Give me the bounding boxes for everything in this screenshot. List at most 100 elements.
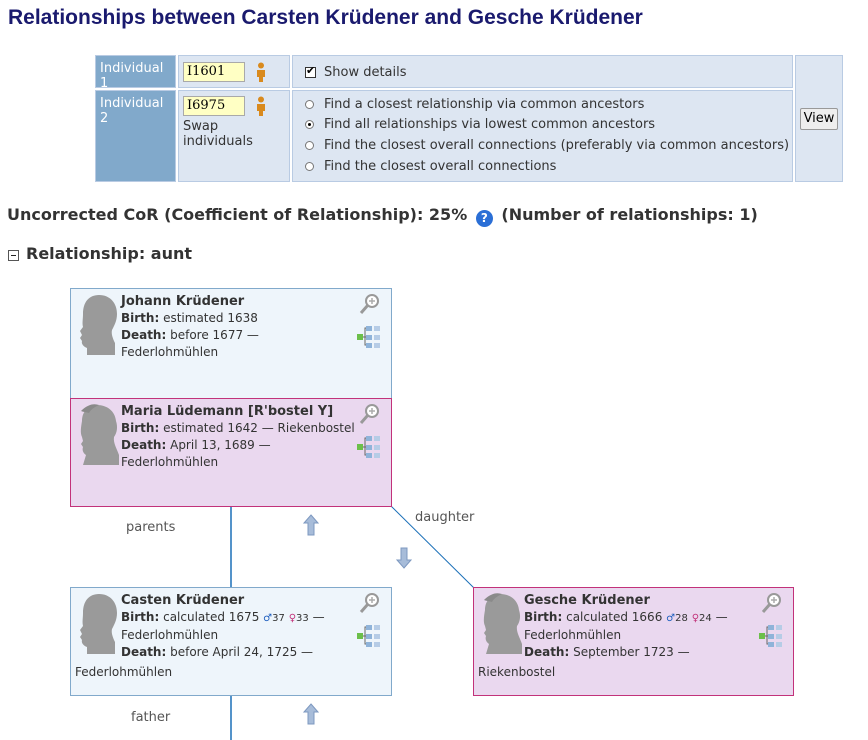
birth-line: Birth: calculated 1666 ♂28 ♀24 — xyxy=(524,609,789,627)
option-closest-common-radio[interactable] xyxy=(305,100,314,109)
individual1-label-text: Individual 1 xyxy=(100,61,164,91)
show-details-cell: Show details xyxy=(292,55,793,88)
collapse-icon[interactable] xyxy=(8,250,19,261)
option-closest-overall-label: Find the closest overall connections xyxy=(324,159,557,174)
death-label: Death: xyxy=(121,645,167,659)
birth-line: Birth: calculated 1675 ♂37 ♀33 — xyxy=(121,609,387,627)
death-place: Federlohmühlen xyxy=(75,665,173,679)
death-line: Death: April 13, 1689 — xyxy=(121,437,387,454)
death-label: Death: xyxy=(121,328,167,342)
family-tree-icon[interactable] xyxy=(357,435,381,459)
individual1-input[interactable]: I1601 xyxy=(183,62,245,82)
option-closest-overall-preferably-radio[interactable] xyxy=(305,141,314,150)
birth-place: — Riekenbostel xyxy=(261,421,355,435)
option-closest-common[interactable]: Find a closest relationship via common a… xyxy=(305,97,644,112)
up-arrow-icon[interactable] xyxy=(303,703,319,725)
down-arrow-icon[interactable] xyxy=(396,547,412,569)
birth-value: estimated 1642 xyxy=(163,421,258,435)
option-closest-overall-radio[interactable] xyxy=(305,162,314,171)
help-icon[interactable]: ? xyxy=(475,210,493,227)
individual2-label-text: Individual 2 xyxy=(100,96,164,126)
death-label: Death: xyxy=(524,645,570,659)
show-details-label: Show details xyxy=(324,65,407,80)
individual1-label: Individual 1 xyxy=(95,55,176,91)
birth-place-dash: — xyxy=(312,610,325,624)
birth-value: calculated 1666 xyxy=(566,610,663,624)
person-box-casten[interactable]: Casten Krüdener Birth: calculated 1675 ♂… xyxy=(70,587,392,696)
family-tree-icon[interactable] xyxy=(357,325,381,349)
individual2-label: Individual 2 xyxy=(95,90,176,182)
daughter-line xyxy=(390,505,475,589)
death-value: September 1723 — xyxy=(573,645,690,659)
show-details-checkbox[interactable] xyxy=(305,64,316,78)
death-place: Federlohmühlen xyxy=(121,455,219,469)
option-closest-overall[interactable]: Find the closest overall connections xyxy=(305,159,556,174)
zoom-icon[interactable] xyxy=(761,592,783,614)
birth-line: Birth: estimated 1638 xyxy=(121,310,387,327)
person-box-gesche[interactable]: Gesche Krüdener Birth: calculated 1666 ♂… xyxy=(473,587,794,696)
birth-label: Birth: xyxy=(121,311,160,325)
zoom-icon[interactable] xyxy=(359,592,381,614)
family-tree-icon[interactable] xyxy=(357,624,381,648)
male-silhouette-icon xyxy=(80,594,117,654)
zoom-icon[interactable] xyxy=(359,293,381,315)
relationship-heading-text: Relationship: aunt xyxy=(26,244,193,263)
find-individual2-icon[interactable] xyxy=(255,96,267,116)
birth-value: estimated 1638 xyxy=(163,311,258,325)
person-details: Gesche Krüdener Birth: calculated 1666 ♂… xyxy=(524,592,789,661)
father-age: 28 xyxy=(675,613,688,624)
page-title: Relationships between Carsten Krüdener a… xyxy=(8,6,643,29)
option-all-lowest-radio[interactable] xyxy=(305,120,314,129)
death-place: Riekenbostel xyxy=(478,665,556,679)
person-name[interactable]: Maria Lüdemann [R'bostel Y] xyxy=(121,404,334,419)
view-button[interactable]: View xyxy=(800,108,838,130)
individual1-cell: I1601 xyxy=(178,55,290,88)
birth-place: Federlohmühlen xyxy=(121,628,219,642)
mother-age: 33 xyxy=(296,613,309,624)
cor-text: Uncorrected CoR (Coefficient of Relation… xyxy=(7,205,468,224)
cor-summary: Uncorrected CoR (Coefficient of Relation… xyxy=(7,205,758,227)
father-label: father xyxy=(131,710,171,725)
relationship-heading[interactable]: Relationship: aunt xyxy=(8,244,192,263)
person-name[interactable]: Casten Krüdener xyxy=(121,593,245,608)
person-details: Maria Lüdemann [R'bostel Y] Birth: estim… xyxy=(121,403,387,471)
person-details: Casten Krüdener Birth: calculated 1675 ♂… xyxy=(121,592,387,661)
mother-age: 24 xyxy=(699,613,712,624)
person-box-maria[interactable]: Maria Lüdemann [R'bostel Y] Birth: estim… xyxy=(70,398,392,507)
birth-value: calculated 1675 xyxy=(163,610,260,624)
option-all-lowest-label: Find all relationships via lowest common… xyxy=(324,117,656,132)
birth-place: Federlohmühlen xyxy=(524,628,622,642)
family-tree-icon[interactable] xyxy=(759,624,783,648)
swap-individuals-link[interactable]: Swap individuals xyxy=(183,119,253,149)
female-silhouette-icon xyxy=(483,593,522,654)
parents-label: parents xyxy=(126,520,176,535)
option-closest-common-label: Find a closest relationship via common a… xyxy=(324,97,645,112)
person-box-johann[interactable]: Johann Krüdener Birth: estimated 1638 De… xyxy=(70,288,392,400)
death-line: Death: before 1677 — xyxy=(121,327,387,344)
individual2-input[interactable]: I6975 xyxy=(183,96,245,116)
birth-label: Birth: xyxy=(524,610,563,624)
zoom-icon[interactable] xyxy=(359,403,381,425)
person-name[interactable]: Johann Krüdener xyxy=(121,294,245,309)
option-closest-overall-preferably-label: Find the closest overall connections (pr… xyxy=(324,138,790,153)
death-place: Federlohmühlen xyxy=(121,345,219,359)
death-value: April 13, 1689 — xyxy=(170,438,271,452)
option-closest-overall-preferably[interactable]: Find the closest overall connections (pr… xyxy=(305,138,789,153)
father-age: 37 xyxy=(272,613,285,624)
individual2-cell: I6975 Swap individuals xyxy=(178,90,290,182)
father-age-icon: ♂ xyxy=(263,613,273,624)
relationship-count: (Number of relationships: 1) xyxy=(501,205,758,224)
mother-age-icon: ♀ xyxy=(288,613,297,624)
birth-label: Birth: xyxy=(121,421,160,435)
find-individual1-icon[interactable] xyxy=(255,62,267,82)
person-details: Johann Krüdener Birth: estimated 1638 De… xyxy=(121,293,387,361)
show-details-row[interactable]: Show details xyxy=(305,64,407,80)
birth-label: Birth: xyxy=(121,610,160,624)
daughter-label: daughter xyxy=(415,510,475,525)
death-value: before April 24, 1725 — xyxy=(170,645,314,659)
up-arrow-icon[interactable] xyxy=(303,514,319,536)
death-value: before 1677 — xyxy=(170,328,259,342)
option-all-lowest[interactable]: Find all relationships via lowest common… xyxy=(305,117,655,132)
person-name[interactable]: Gesche Krüdener xyxy=(524,593,650,608)
